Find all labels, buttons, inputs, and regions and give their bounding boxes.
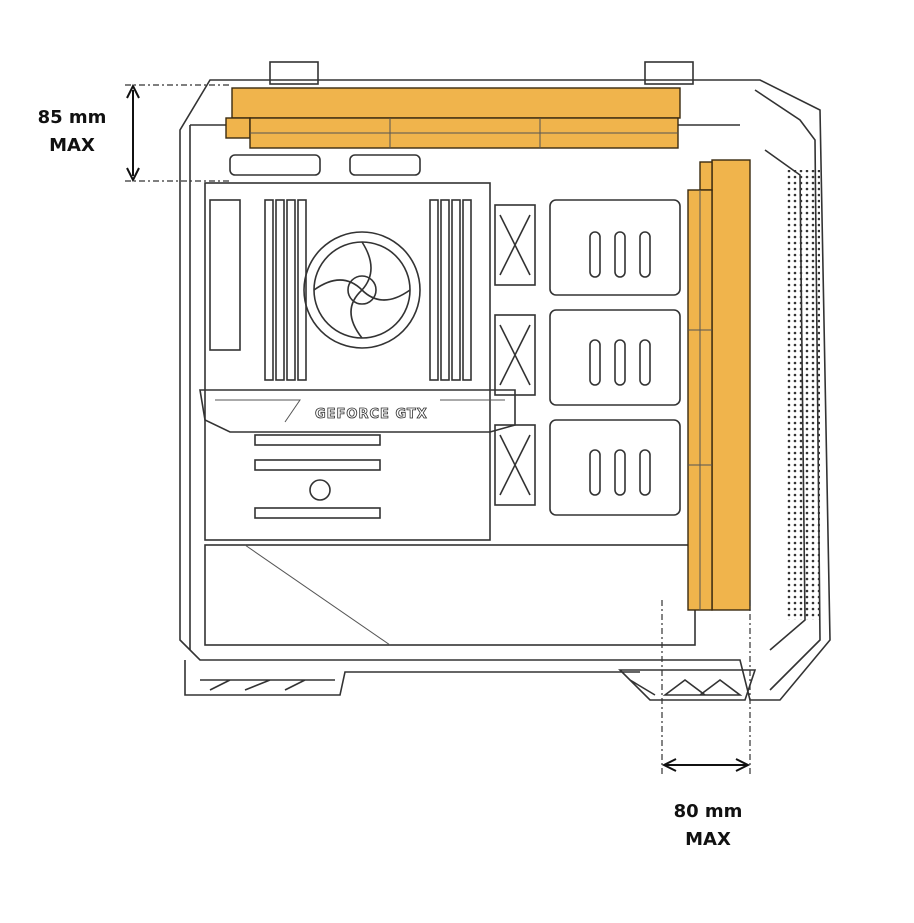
drive-bay (549, 199, 681, 296)
top-clearance-qualifier: MAX (49, 135, 95, 156)
front-clearance-dimension (661, 600, 751, 775)
top-clearance-value: 85 mm (37, 107, 107, 128)
front-mesh (785, 170, 820, 620)
front-clearance-value: 80 mm (673, 801, 743, 822)
drive-cages (494, 199, 681, 516)
front-clearance-label: 80 mm MAX (658, 798, 758, 854)
ram-slots (264, 199, 472, 381)
motherboard (204, 182, 491, 541)
drive-bay (549, 309, 681, 406)
gpu-label: GEFORCE GTX (315, 407, 428, 422)
top-radiator (225, 87, 681, 149)
graphics-card: GEFORCE GTX (199, 389, 516, 433)
cpu-cooler (303, 231, 421, 349)
front-radiator (687, 159, 751, 611)
drive-bay (549, 419, 681, 516)
front-clearance-qualifier: MAX (685, 829, 731, 850)
top-clearance-label: 85 mm MAX (22, 104, 122, 160)
top-clearance-dimension (125, 83, 232, 183)
